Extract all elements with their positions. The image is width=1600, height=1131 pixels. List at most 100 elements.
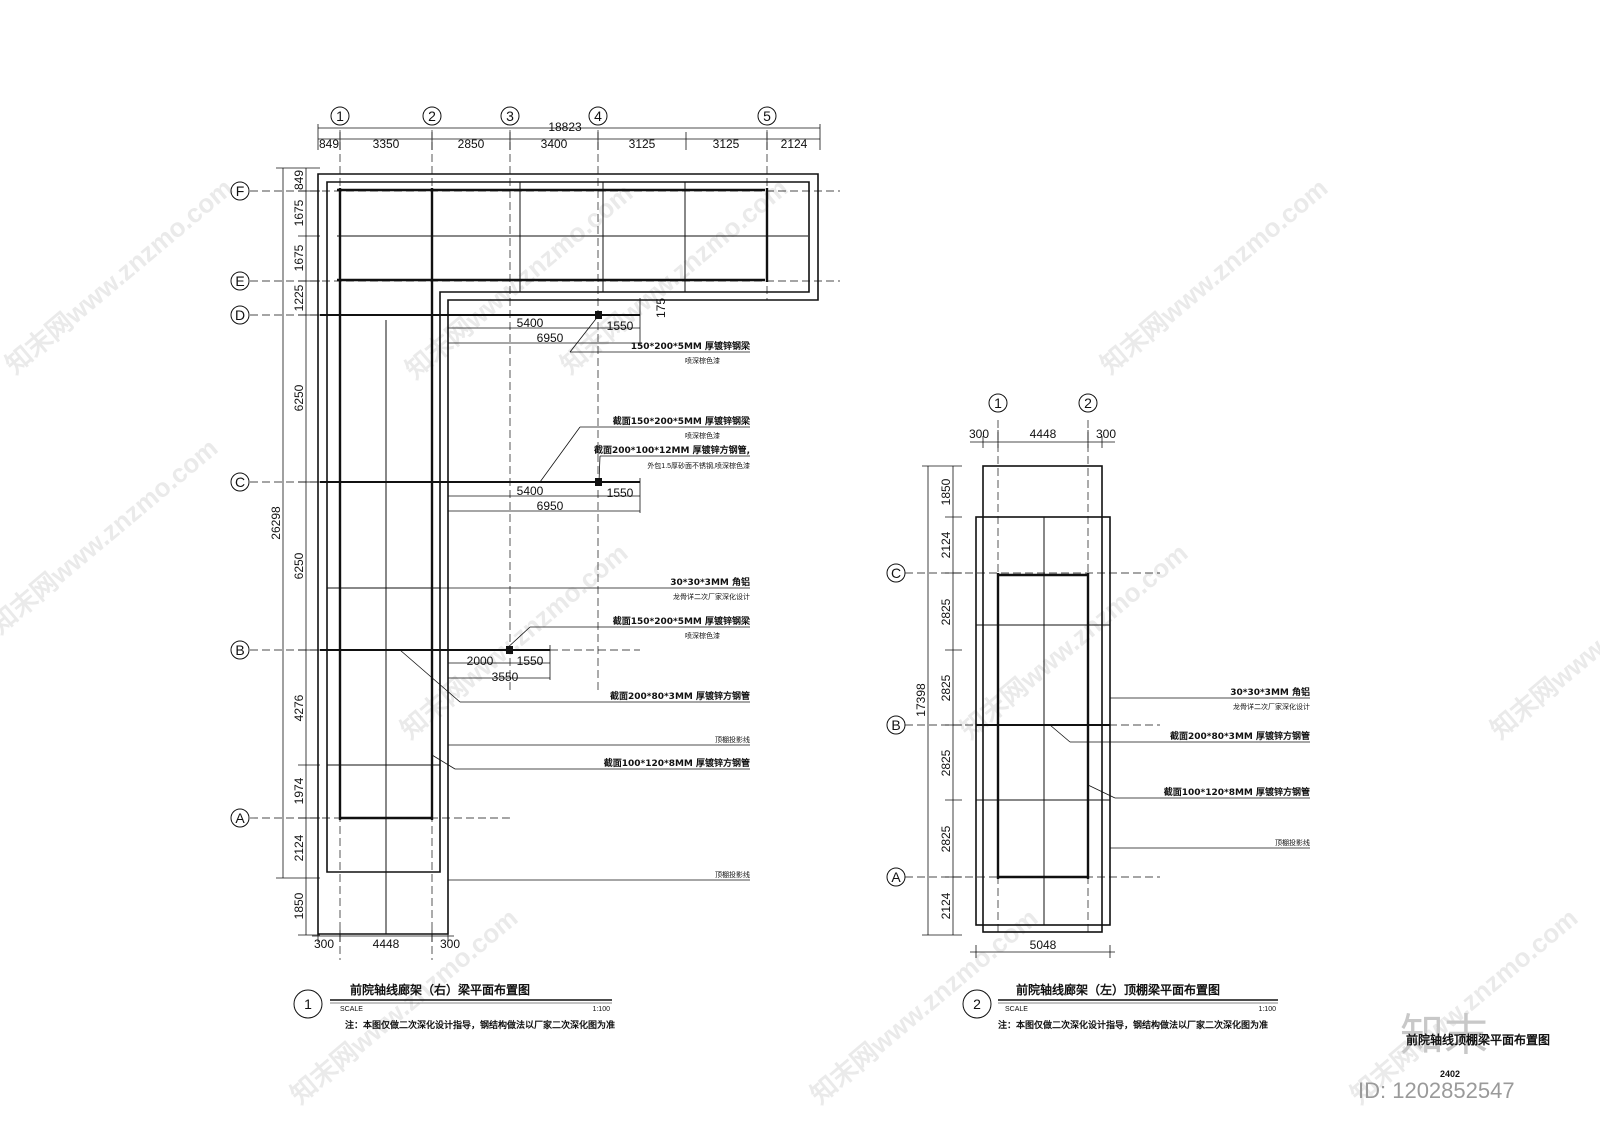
title-number-1: 1: [304, 996, 312, 1012]
left-dim: 1225: [292, 284, 306, 311]
footnote: 注：本图仅做二次深化设计指导，钢结构做法以厂家二次深化图为准: [345, 1019, 615, 1031]
note: 顶棚投影线: [1275, 838, 1310, 847]
left-dim: 1974: [292, 777, 306, 804]
left-dim: 1675: [292, 244, 306, 271]
note: 截面100*120*8MM 厚镀锌方钢管: [604, 757, 750, 769]
beam-dim: 3550: [492, 670, 519, 684]
axis-label-2: 2: [1084, 395, 1092, 411]
bottom-dimension: [312, 930, 454, 942]
watermark-text: 知末网www.znzmo.com: [395, 537, 634, 744]
beam-dim: 1550: [607, 319, 634, 333]
left-dim: 1850: [292, 892, 306, 919]
top-dim: 2850: [458, 137, 485, 151]
top-axis-bubbles: [330, 106, 777, 126]
top-dim: 300: [969, 427, 989, 441]
row-axis-bubbles: [886, 563, 906, 887]
axis-label-B: B: [235, 642, 244, 658]
watermark-id: ID: 1202852547: [1358, 1078, 1515, 1103]
axis-label-4: 4: [594, 108, 602, 124]
note: 截面100*120*8MM 厚镀锌方钢管: [1164, 786, 1310, 798]
title-bubble-1: [293, 989, 323, 1019]
note: 顶棚投影线: [715, 735, 750, 744]
bottom-dim: 4448: [373, 937, 400, 951]
watermark-text: 知末网www.znzmo.com: [0, 432, 223, 639]
note: 截面150*200*5MM 厚镀锌钢梁: [613, 415, 751, 427]
plan-2-labels: 1 2 300 4448 300 C B A 17398 1850 2124 2…: [886, 393, 1310, 1031]
canopy-outline: [982, 465, 1103, 933]
left-dimension: [276, 167, 320, 936]
sheet-title-block: 前院轴线顶棚梁平面布置图 2402: [1406, 1032, 1550, 1079]
left-dim: 6250: [292, 384, 306, 411]
beam-dim: 2000: [467, 654, 494, 668]
axis-label-1: 1: [336, 108, 344, 124]
canopy-outline: [317, 173, 819, 935]
watermark-text: 知末网www.znzmo.com: [1095, 172, 1334, 379]
note: 顶棚投影线: [715, 870, 750, 879]
note: 喷深棕色漆: [685, 356, 720, 365]
footnote: 注：本图仅做二次深化设计指导，钢结构做法以厂家二次深化图为准: [998, 1019, 1268, 1031]
leaders: [1049, 697, 1310, 849]
beam-dim: 1550: [517, 654, 544, 668]
beam-dims: [448, 298, 641, 680]
note: 喷深棕色漆: [685, 431, 720, 440]
watermark-logo: 知末: [1400, 1010, 1488, 1061]
left-dim: 2124: [939, 892, 953, 919]
top-dim: 300: [1096, 427, 1116, 441]
note: 龙骨详二次厂家深化设计: [673, 592, 750, 601]
note: 外包1.5厚砂面不锈钢,喷深棕色漆: [647, 461, 750, 470]
left-dim: 2124: [292, 834, 306, 861]
axis-label-1: 1: [994, 395, 1002, 411]
watermark-text: 知末网www.znzmo.com: [0, 172, 238, 379]
note: 截面200*100*12MM 厚镀锌方钢管,: [594, 444, 750, 456]
beam-dim: 6950: [537, 499, 564, 513]
axis-label-A: A: [891, 869, 901, 885]
bottom-dim: 300: [440, 937, 460, 951]
axis-label-B: B: [891, 717, 900, 733]
left-dim: 2825: [939, 674, 953, 701]
watermark-text: 知末网www.znzmo.com: [1485, 537, 1600, 744]
top-axis-bubbles: [988, 393, 1098, 413]
axis-label-E: E: [235, 273, 244, 289]
left-dim: 4276: [292, 694, 306, 721]
plan-1-title: 前院轴线廊架（右）梁平面布置图: [350, 982, 530, 997]
bottom-dim: 300: [314, 937, 334, 951]
axis-label-5: 5: [763, 108, 771, 124]
left-dim: 2825: [939, 749, 953, 776]
axis-label-D: D: [235, 307, 245, 323]
left-dim: 1850: [939, 478, 953, 505]
scale-label: SCALE: [340, 1006, 363, 1013]
left-dim: 6250: [292, 552, 306, 579]
total-width: 18823: [548, 120, 582, 134]
top-dimension: [970, 430, 1115, 448]
note: 喷深棕色漆: [685, 631, 720, 640]
leaders: [327, 314, 750, 881]
left-dim: 2825: [939, 825, 953, 852]
scale-value: 1:100: [592, 1006, 610, 1013]
canopy-outline-2: [975, 516, 1111, 926]
note: 截面200*80*3MM 厚镀锌方钢管: [1170, 730, 1310, 742]
left-dim: 1675: [292, 199, 306, 226]
bottom-dim: 5048: [1030, 938, 1057, 952]
note: 截面150*200*5MM 厚镀锌钢梁: [613, 615, 751, 627]
top-dim: 849: [319, 137, 339, 151]
scale-label: SCALE: [1005, 1006, 1028, 1013]
left-dim: 2124: [939, 531, 953, 558]
top-dim: 3125: [713, 137, 740, 151]
beam-dim: 1550: [607, 486, 634, 500]
axis-label-A: A: [235, 810, 245, 826]
watermark-text: 知末网www.znzmo.com: [955, 537, 1194, 744]
total-height: 17398: [914, 683, 928, 717]
sheet-number: 2402: [1440, 1069, 1460, 1079]
axis-label-C: C: [891, 565, 901, 581]
total-height: 26298: [269, 506, 283, 540]
axis-label-3: 3: [506, 108, 514, 124]
bottom-dimension: [970, 945, 1115, 958]
top-dim: 3350: [373, 137, 400, 151]
top-dim: 3125: [629, 137, 656, 151]
top-dimension: [317, 124, 821, 150]
plan-2-title: 前院轴线廊架（左）顶棚梁平面布置图: [1016, 982, 1220, 997]
joist-grid: [327, 182, 808, 934]
beam-dim: 175: [654, 298, 668, 318]
plan-1-labels: 1 2 3 4 5 18823 849 3350 2850 3400 3125 …: [230, 106, 808, 1031]
